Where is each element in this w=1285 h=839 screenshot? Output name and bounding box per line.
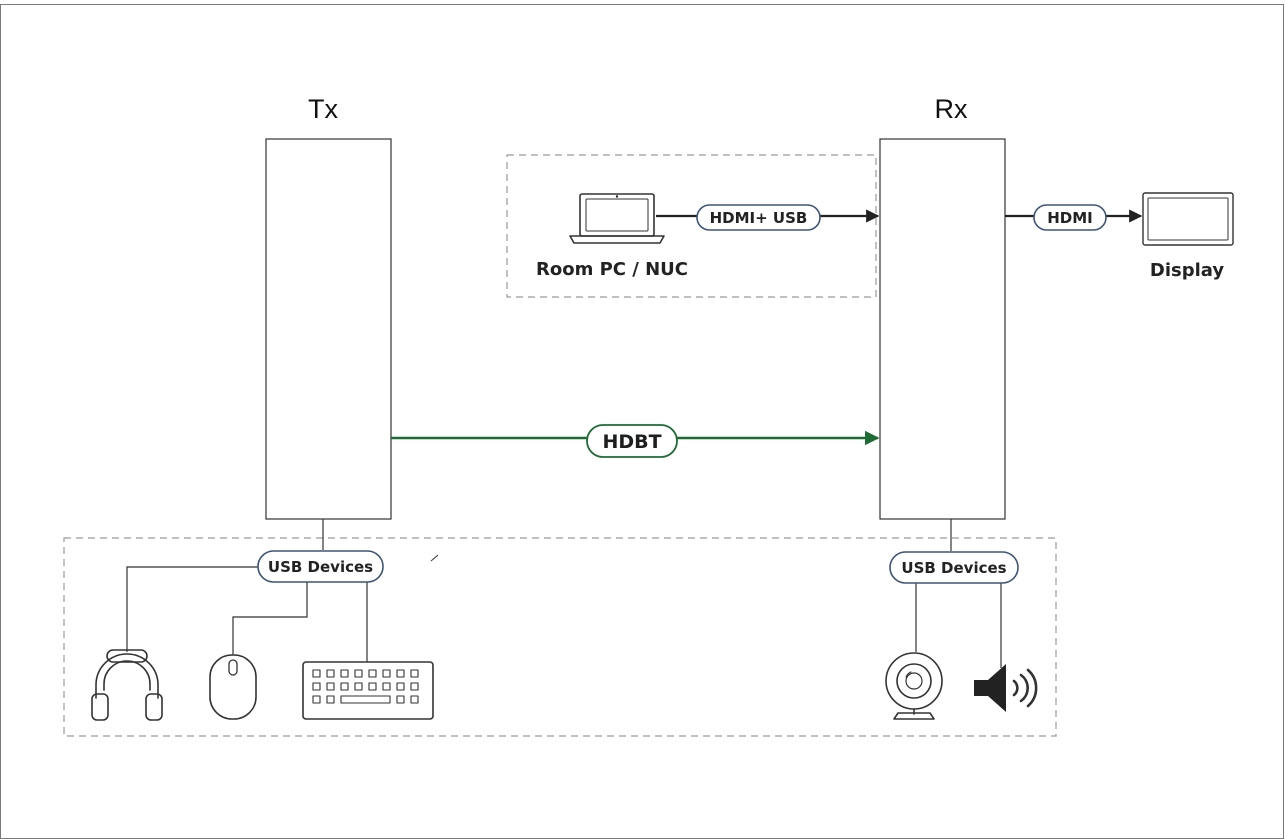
hdmi-usb-label: HDMI+ USB: [710, 209, 808, 227]
keyboard-key: [354, 669, 363, 678]
tx-usb-wiring: [126, 519, 368, 662]
diagram-frame: [0, 4, 1284, 839]
keyboard-key: [410, 682, 419, 691]
keyboard-key: [354, 682, 363, 691]
hdmi-label: HDMI: [1047, 209, 1093, 227]
keyboard-key: [312, 695, 321, 704]
hdmi-usb-pill: [696, 204, 821, 231]
keyboard-key: [312, 669, 321, 678]
tx-title: Tx: [308, 94, 338, 124]
hdmi-pill: [1033, 204, 1107, 231]
keyboard-key: [340, 669, 349, 678]
keyboard-key: [396, 682, 405, 691]
mouse-icon: [209, 654, 257, 720]
keyboard-key: [410, 695, 419, 704]
keyboard-key: [410, 669, 419, 678]
rx-usb-wiring: [915, 519, 1002, 668]
monitor-icon: [1142, 192, 1234, 246]
tx-unit: [265, 138, 392, 520]
usb-devices-group: [63, 537, 1057, 737]
display-label: Display: [1150, 260, 1224, 281]
hdbt-label: HDBT: [602, 431, 661, 453]
rx-usb-devices-pill: [889, 551, 1019, 584]
keyboard-key: [396, 669, 405, 678]
rx-unit: [879, 138, 1006, 520]
webcam-icon: [885, 652, 943, 720]
keyboard-key: [326, 682, 335, 691]
tx-usb-devices-label: USB Devices: [268, 558, 373, 576]
keyboard-key: [326, 669, 335, 678]
tx-usb-devices-pill: [257, 550, 384, 583]
keyboard-key: [312, 682, 321, 691]
keyboard-key: [382, 682, 391, 691]
keyboard-key: [368, 682, 377, 691]
keyboard-key: [368, 669, 377, 678]
keyboard-key: [326, 695, 335, 704]
keyboard-key: [340, 682, 349, 691]
hdbt-pill: [586, 424, 678, 458]
laptop-icon: [569, 193, 665, 244]
keyboard-key: [382, 669, 391, 678]
rx-title: Rx: [935, 94, 968, 124]
rx-usb-devices-label: USB Devices: [901, 559, 1006, 577]
keyboard-icon: [302, 661, 434, 720]
headset-icon: [91, 649, 163, 721]
stray-mark: [430, 554, 439, 562]
keyboard-key: [396, 695, 405, 704]
room-pc-label: Room PC / NUC: [536, 259, 688, 280]
room-pc-group: [506, 154, 877, 298]
keyboard-keys: [312, 669, 419, 704]
keyboard-spacebar: [340, 695, 391, 704]
speaker-icon: [974, 664, 1038, 712]
